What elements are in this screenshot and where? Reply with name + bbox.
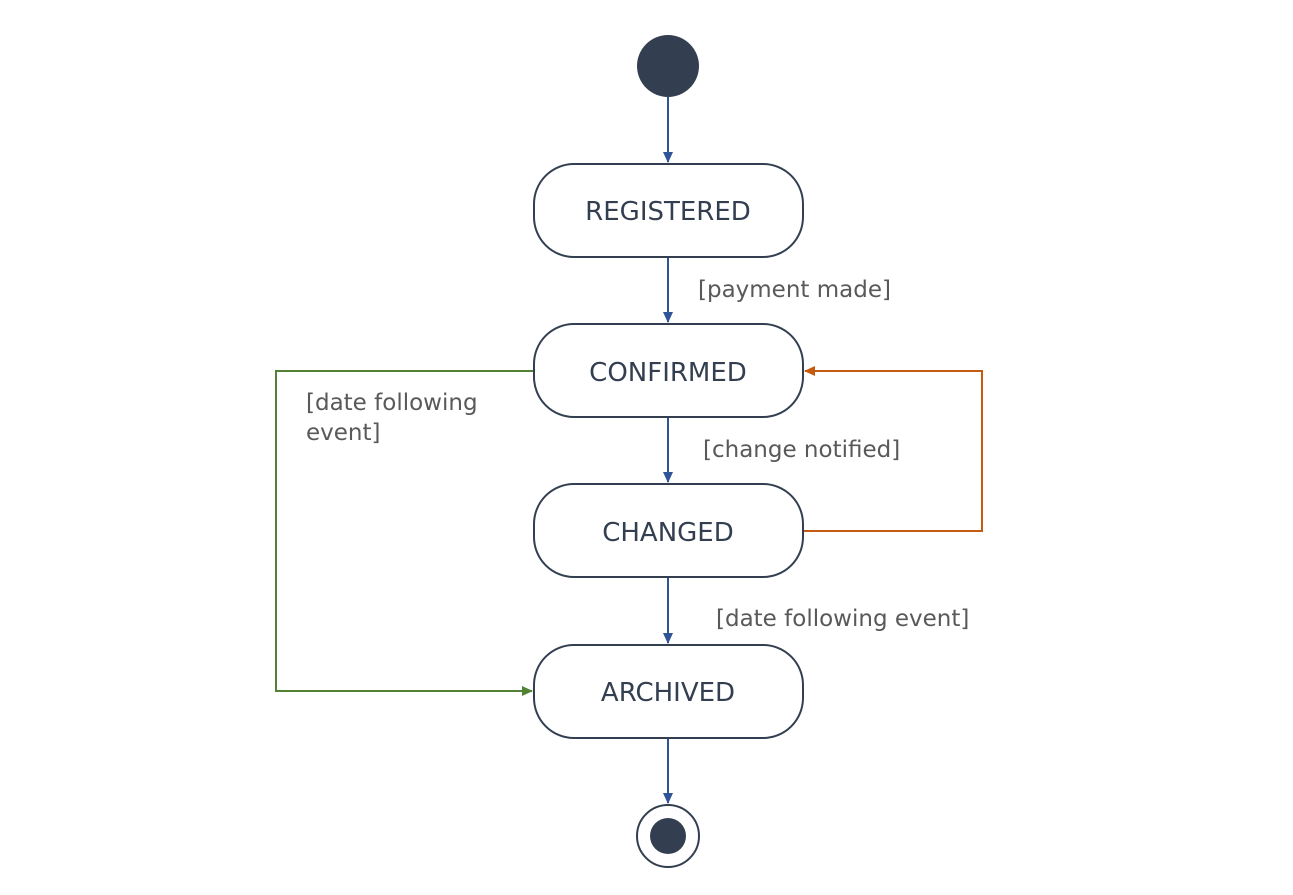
guard-date-following-event: [date following event] [716,606,969,632]
state-changed: CHANGED [533,483,804,578]
guard-change-notified: [change notified] [703,437,900,463]
state-archived: ARCHIVED [533,644,804,739]
transition-changed-to-confirmed [803,366,983,532]
state-registered: REGISTERED [533,163,804,258]
guard-date-following-event-skip-line2: event] [306,420,380,446]
state-archived-label: ARCHIVED [601,678,735,708]
state-changed-label: CHANGED [602,518,734,548]
guard-date-following-event-skip-line1: [date following [306,390,478,416]
state-registered-label: REGISTERED [585,197,751,227]
transition-confirmed-to-archived [275,370,534,696]
state-confirmed-label: CONFIRMED [589,358,747,388]
initial-state-node [637,35,699,97]
guard-payment-made: [payment made] [698,277,891,303]
state-confirmed: CONFIRMED [533,323,804,418]
final-state-node [636,804,700,868]
